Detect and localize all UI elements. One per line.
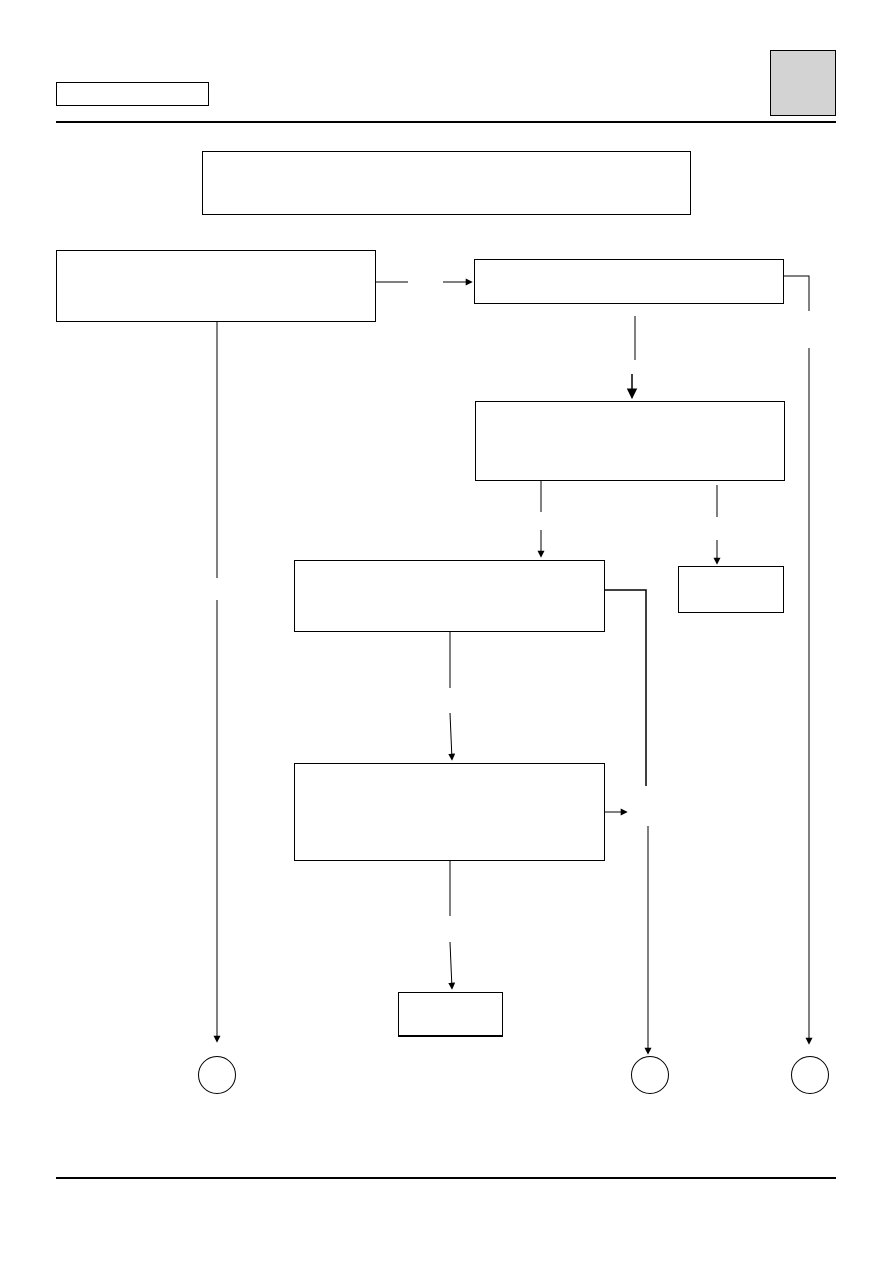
connector-circle-left [198,1056,236,1094]
arrow-d-to-end [448,941,456,990]
title-box [202,151,691,215]
connector-circle-middle [631,1056,669,1094]
line-a-right-1 [784,275,810,311]
end-small-bottom-box [398,992,503,1037]
header-rule [56,121,836,123]
step-c-box [294,560,605,632]
end-small-right-box [678,566,784,613]
page-tab-marker [770,50,836,116]
connector-circle-right [791,1056,829,1094]
footer-rule [56,1177,836,1179]
arrow-c-to-d [448,712,456,761]
step-b-box [475,401,785,481]
line-c-right [605,589,647,786]
step-d-box [294,763,605,861]
header-label-box [56,82,209,106]
start-box [56,250,376,322]
step-a-box [474,259,784,304]
